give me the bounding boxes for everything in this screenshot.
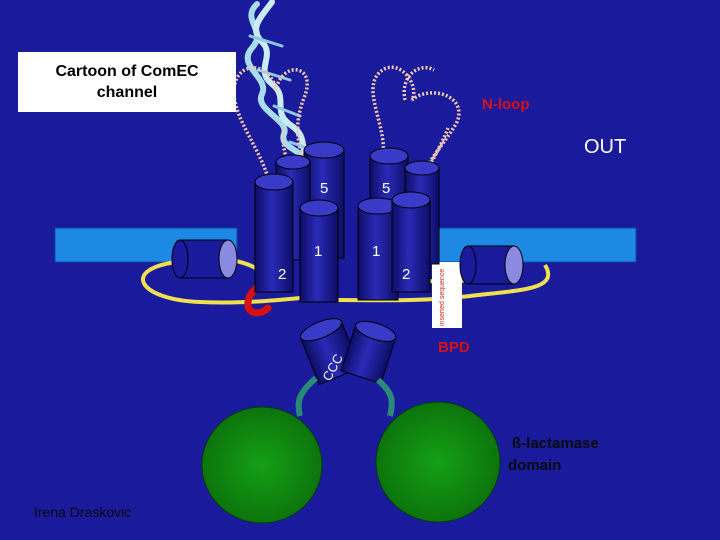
- diagram-title: Cartoon of ComEC channel: [55, 63, 199, 101]
- helix-cylinder: [391, 191, 431, 293]
- globule-linkers: [295, 375, 395, 417]
- helix-1-left-label: 1: [314, 243, 322, 260]
- helix-cylinder: [299, 199, 339, 303]
- helix-cylinder: [254, 173, 294, 293]
- helix-cylinders: [254, 141, 440, 303]
- helix-5-right-label: 5: [382, 180, 390, 197]
- out-label: OUT: [584, 136, 626, 158]
- horizontal-cylinder-right: [459, 245, 524, 285]
- horizontal-cylinder-left: [171, 239, 238, 279]
- author-credit: Irena Draskovic: [34, 504, 132, 520]
- n-loop-label: N-loop: [482, 96, 529, 113]
- helix-5-left-label: 5: [320, 180, 328, 197]
- title-box: Cartoon of ComEC channel: [18, 52, 236, 112]
- inserted-strip: [432, 262, 462, 328]
- helix-1-right-label: 1: [372, 243, 380, 260]
- bottom-cylinder-right: [340, 320, 397, 385]
- helix-cylinder: [357, 197, 399, 301]
- lactamase-label-line2: domain: [508, 457, 561, 474]
- insert-text: inserted sequence: [439, 269, 446, 326]
- bpd-label: BPD: [438, 339, 470, 356]
- dna-helix: [244, 0, 321, 173]
- lactamase-label-line1: ß-lactamase: [512, 435, 599, 452]
- helix-2-left-label: 2: [278, 266, 286, 283]
- membrane-right: [413, 227, 637, 263]
- lactamase-globule-right: [375, 401, 501, 523]
- lactamase-globule-left: [201, 406, 323, 524]
- helix-2-right-label: 2: [402, 266, 410, 283]
